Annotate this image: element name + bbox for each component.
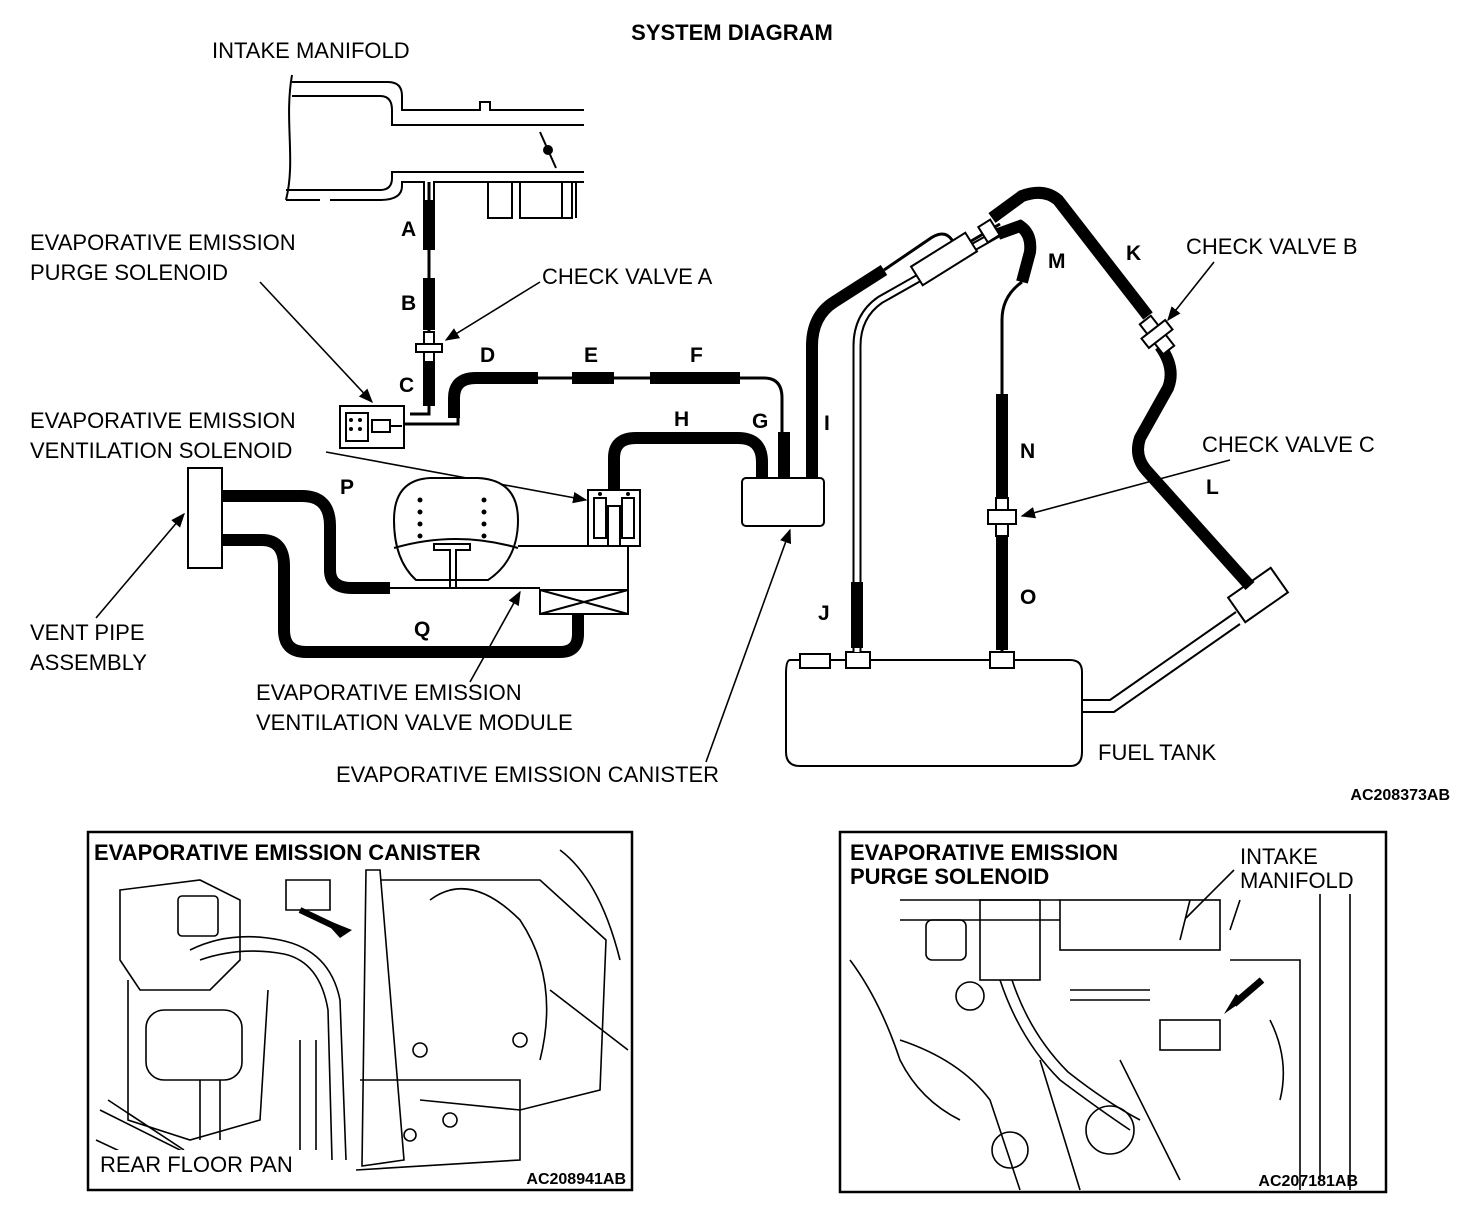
check-valve-c-label: CHECK VALVE C bbox=[1202, 432, 1375, 457]
inset-right-label-bg bbox=[1236, 842, 1370, 894]
hose-label-m: M bbox=[1048, 250, 1066, 273]
valve-module-label-2: VENTILATION VALVE MODULE bbox=[256, 710, 573, 735]
inset-right-figure-code: AC207181AB bbox=[1258, 1173, 1358, 1190]
intake-manifold bbox=[285, 74, 584, 219]
hose-label-e: E bbox=[584, 344, 598, 367]
inset-canister-view bbox=[86, 830, 634, 1192]
hose-label-j: J bbox=[818, 602, 830, 625]
hose-label-i: I bbox=[824, 412, 830, 435]
inset-right-label-2: MANIFOLD bbox=[1240, 868, 1354, 893]
purge-solenoid-label-1: EVAPORATIVE EMISSION bbox=[30, 230, 296, 255]
valve-module-leader bbox=[469, 590, 521, 683]
check-valve-c bbox=[987, 497, 1017, 537]
hose-label-f: F bbox=[690, 344, 703, 367]
top-junction bbox=[909, 218, 1002, 287]
fuel-tank bbox=[785, 566, 1290, 767]
fuel-tank-label: FUEL TANK bbox=[1098, 740, 1217, 765]
hose-j bbox=[851, 228, 1003, 652]
vent-pipe-leader bbox=[95, 512, 185, 619]
canister-label: EVAPORATIVE EMISSION CANISTER bbox=[336, 762, 719, 787]
hoses-p-q bbox=[222, 490, 584, 658]
hose-label-c: C bbox=[399, 374, 414, 397]
purge-solenoid bbox=[339, 405, 405, 449]
inset-left-figure-code: AC208941AB bbox=[526, 1171, 626, 1188]
check-valve-c-leader bbox=[1020, 459, 1231, 519]
hose-label-b: B bbox=[401, 292, 416, 315]
ventilation-solenoid-label-2: VENTILATION SOLENOID bbox=[30, 438, 292, 463]
inset-right-title-2: PURGE SOLENOID bbox=[850, 864, 1049, 889]
hose-label-q: Q bbox=[414, 618, 430, 641]
inset-right-title-bg bbox=[846, 838, 1160, 890]
check-valve-a-leader bbox=[444, 281, 541, 341]
diagram-title: SYSTEM DIAGRAM bbox=[631, 20, 833, 45]
hose-label-o: O bbox=[1020, 586, 1036, 609]
hose-label-h: H bbox=[674, 408, 689, 431]
purge-solenoid-leader bbox=[259, 281, 373, 404]
inset-right-label-1: INTAKE bbox=[1240, 844, 1318, 869]
hoses-a-b-c bbox=[410, 182, 435, 416]
check-valve-b-leader bbox=[1167, 261, 1215, 322]
vent-pipe-label-1: VENT PIPE bbox=[30, 620, 145, 645]
hose-label-p: P bbox=[340, 476, 354, 499]
check-valve-a-label: CHECK VALVE A bbox=[542, 264, 713, 289]
vent-pipe-label-2: ASSEMBLY bbox=[30, 650, 147, 675]
ventilation-solenoid-leader bbox=[325, 451, 588, 504]
hose-label-n: N bbox=[1020, 440, 1035, 463]
hoses-d-e-f bbox=[404, 372, 784, 470]
hose-label-l: L bbox=[1206, 476, 1219, 499]
valve-module-label-1: EVAPORATIVE EMISSION bbox=[256, 680, 522, 705]
hose-label-a: A bbox=[401, 218, 416, 241]
hoses-m-n-o bbox=[995, 219, 1037, 652]
canister-body bbox=[741, 477, 825, 527]
purge-solenoid-label-2: PURGE SOLENOID bbox=[30, 260, 228, 285]
hose-label-k: K bbox=[1126, 242, 1141, 265]
inset-left-title: EVAPORATIVE EMISSION CANISTER bbox=[94, 840, 481, 865]
ventilation-valve-module bbox=[390, 477, 629, 615]
inset-left-label: REAR FLOOR PAN bbox=[100, 1152, 293, 1177]
check-valve-a bbox=[415, 331, 443, 363]
main-figure-code: AC208373AB bbox=[1350, 787, 1450, 804]
hose-label-g: G bbox=[752, 410, 768, 433]
intake-manifold-label: INTAKE MANIFOLD bbox=[212, 38, 410, 63]
hose-label-d: D bbox=[480, 344, 495, 367]
hoses-k-l bbox=[988, 186, 1255, 591]
vent-pipe-assembly bbox=[187, 467, 223, 569]
canister-leader bbox=[705, 528, 792, 763]
inset-right-title-1: EVAPORATIVE EMISSION bbox=[850, 840, 1118, 865]
hoses-g-h-i bbox=[608, 222, 1001, 490]
inset-left-label-bg bbox=[96, 1150, 320, 1176]
check-valve-b-label: CHECK VALVE B bbox=[1186, 234, 1358, 259]
check-valve-b bbox=[1138, 314, 1176, 356]
ventilation-solenoid-label-1: EVAPORATIVE EMISSION bbox=[30, 408, 296, 433]
ventilation-solenoid bbox=[587, 489, 641, 547]
